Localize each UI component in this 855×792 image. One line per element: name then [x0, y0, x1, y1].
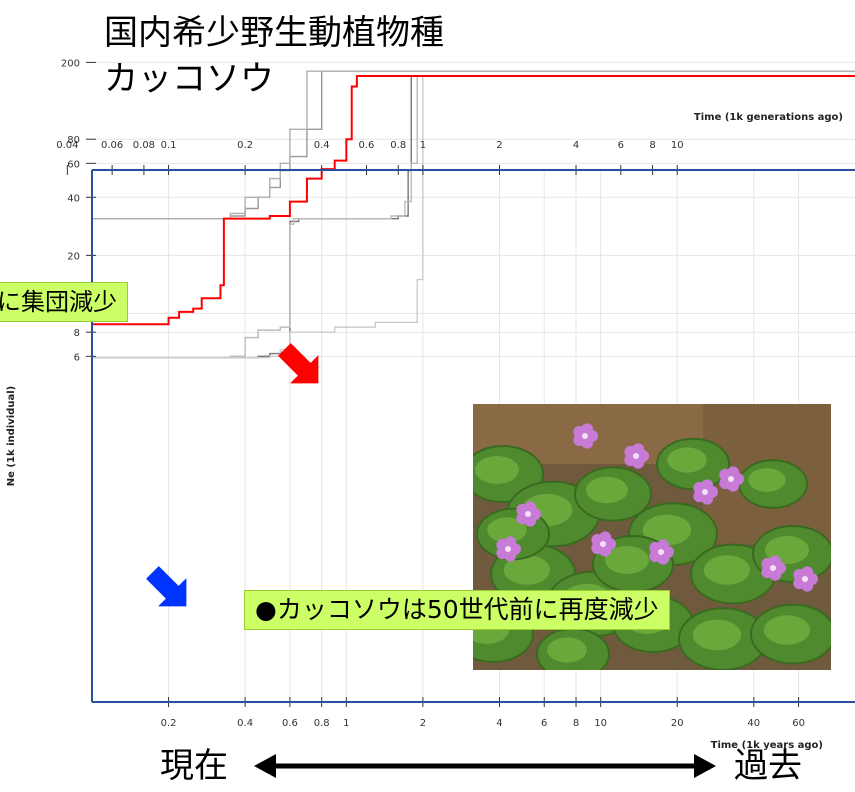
flower-center — [728, 476, 734, 482]
top-tick-label: 4 — [573, 140, 579, 151]
y-tick-label: 8 — [74, 328, 80, 339]
flower-center — [802, 576, 808, 582]
top-tick-label: 0.1 — [161, 140, 177, 151]
leaf-highlight — [642, 514, 692, 546]
x-tick-label: 0.8 — [314, 718, 330, 729]
x-tick-label: 2 — [420, 718, 426, 729]
timeline-double-arrow-icon — [254, 754, 716, 778]
x-tick-label: 0.4 — [237, 718, 253, 729]
callout-recent-decline: ●カッコソウは50世代前に再度減少 — [244, 590, 670, 630]
bootstrap-ne-line — [92, 75, 855, 359]
x-tick-label: 1 — [343, 718, 349, 729]
top-axis-label: Time (1k generations ago) — [694, 112, 843, 123]
present-label: 現在 — [160, 746, 228, 786]
top-tick-label: 0.06 — [101, 140, 123, 151]
species-name: カッコソウ — [104, 59, 274, 99]
x-tick-label: 0.2 — [161, 718, 177, 729]
leaf-highlight — [503, 555, 551, 585]
flower-petal — [524, 501, 537, 514]
leaf-highlight — [487, 517, 527, 543]
y-tick-label: 20 — [67, 251, 80, 262]
y-tick-label: 6 — [74, 352, 80, 363]
flower-center — [633, 453, 639, 459]
flower-center — [525, 511, 531, 517]
past-label: 過去 — [734, 746, 802, 786]
top-tick-label: 0.4 — [314, 140, 330, 151]
leaf-highlight — [748, 468, 786, 492]
chart-axes: 0.2 0.4 0.6 0.8 1 2 4 6 8 10 20 40 60 0.04 0.06 0.08 0.1… — [6, 58, 855, 751]
flower-petal — [801, 566, 814, 579]
blue-arrow-icon — [146, 566, 187, 607]
median-ne-line — [92, 75, 855, 326]
top-tick-label: 8 — [649, 140, 655, 151]
x-tick-label: 60 — [792, 718, 805, 729]
y-axis-label: Ne (1k individual) — [6, 386, 17, 486]
y-tick-label: 80 — [67, 135, 80, 146]
top-tick-label: 10 — [671, 140, 684, 151]
y-tick-label: 40 — [67, 193, 80, 204]
bootstrap-ne-line — [92, 70, 855, 220]
y-tick-label: 60 — [67, 159, 80, 170]
top-tick-label: 2 — [496, 140, 502, 151]
flower-center — [582, 433, 588, 439]
flower-center — [505, 546, 511, 552]
leaf-highlight — [692, 619, 742, 651]
flower-petal — [701, 479, 714, 492]
leaf-highlight — [703, 555, 751, 585]
flower-petal — [769, 555, 782, 568]
leaf-highlight — [605, 546, 649, 574]
top-tick-label: 0.04 — [56, 140, 78, 151]
leaf-highlight — [547, 637, 587, 663]
x-tick-label: 10 — [594, 718, 607, 729]
x-tick-label: 8 — [573, 718, 579, 729]
top-tick-label: 6 — [618, 140, 624, 151]
primrose-photo — [473, 404, 831, 670]
flower-petal — [657, 539, 670, 552]
flower-center — [702, 489, 708, 495]
red-arrow-icon — [278, 343, 319, 384]
flower-petal — [727, 466, 740, 479]
x-tick-label: 20 — [671, 718, 684, 729]
leaf-highlight — [667, 447, 707, 473]
top-tick-label: 0.8 — [390, 140, 406, 151]
top-tick-label: 0.08 — [133, 140, 155, 151]
top-tick-label: 0.2 — [237, 140, 253, 151]
x-tick-label: 0.6 — [282, 718, 298, 729]
flower-petal — [504, 536, 517, 549]
x-tick-label: 40 — [747, 718, 760, 729]
top-tick-label: 0.6 — [359, 140, 375, 151]
top-tick-label: 1 — [420, 140, 426, 151]
flower-petal — [599, 531, 612, 544]
flower-center — [770, 565, 776, 571]
chart-series — [92, 70, 855, 359]
chart-arrows — [146, 343, 716, 778]
flower-petal — [632, 443, 645, 456]
leaf-highlight — [475, 456, 519, 484]
flower-center — [658, 549, 664, 555]
bottom-axis-label: Time (1k years ago) — [711, 740, 823, 751]
x-tick-label: 6 — [541, 718, 547, 729]
y-tick-label: 200 — [61, 58, 80, 69]
slide-title: 国内希少野生動植物種 — [104, 13, 444, 53]
flower-center — [600, 541, 606, 547]
callout-population-decline: に集団減少 — [0, 282, 128, 322]
x-tick-label: 4 — [496, 718, 502, 729]
bootstrap-ne-line — [92, 75, 855, 359]
leaf-highlight — [586, 476, 628, 504]
flower-petal — [581, 423, 594, 436]
leaf-highlight — [763, 615, 811, 645]
